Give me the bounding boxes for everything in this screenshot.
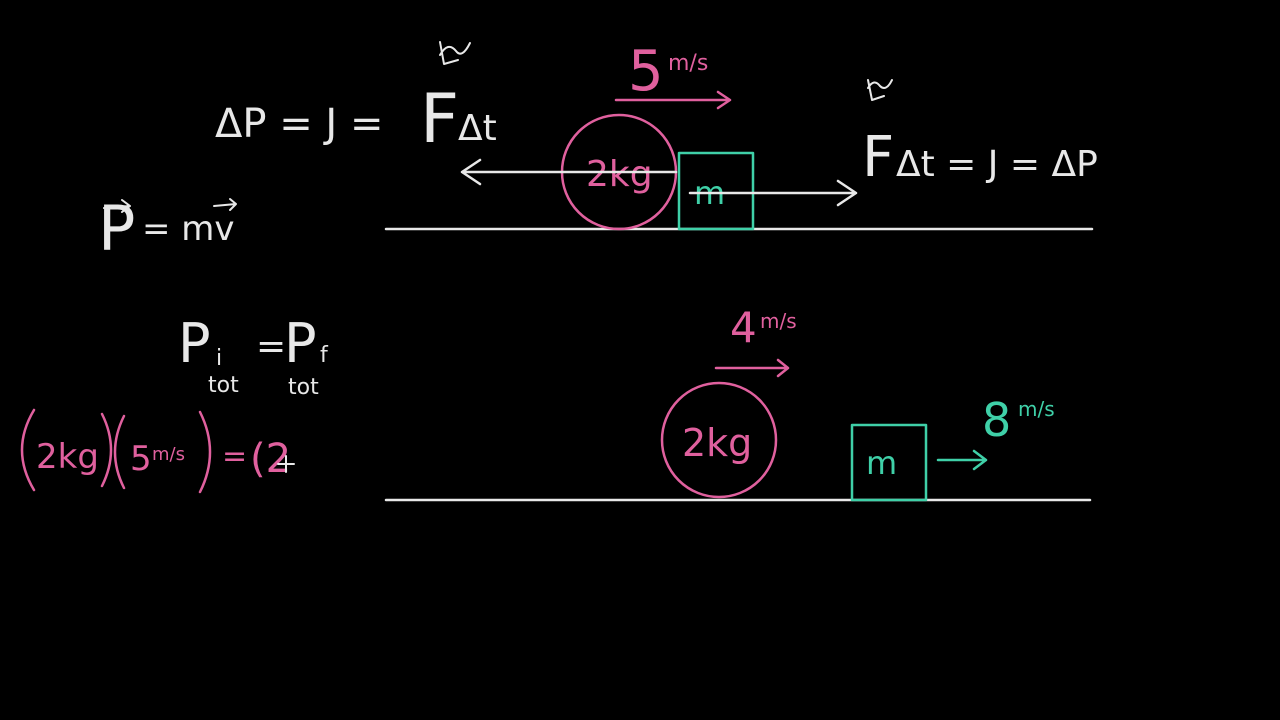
calc-velocity-unit: m/s [152,444,185,465]
delta-t-left: Δt [458,108,497,149]
top-ball-velocity-arrow [614,90,732,110]
calc-partial: (2 [250,436,291,482]
calc-velocity: 5 [130,439,152,479]
conservation-lhs: P [178,312,211,375]
cursor-crosshair-icon [277,455,295,473]
conservation-equals: = [256,326,286,367]
bottom-ball-velocity-unit: m/s [760,309,797,333]
paren-close-1 [100,412,113,488]
top-ball-velocity-unit: m/s [668,51,708,76]
conservation-rhs: P [284,312,317,375]
paren-close-2 [198,410,212,494]
impulse-equation-right: Δt = J = ΔP [896,144,1098,185]
paren-open-1 [20,408,36,492]
conservation-rhs-sub-tot: tot [288,375,319,400]
conservation-rhs-sub-f: f [320,343,329,368]
top-block [677,151,755,231]
bottom-ball-velocity-arrow [714,358,790,378]
conservation-lhs-sub-i: i [216,346,222,371]
bottom-ball [660,381,778,499]
calc-equals: = [222,439,247,474]
calc-mass: 2kg [36,437,99,477]
paren-open-2 [113,414,126,490]
force-symbol-left: F [420,80,459,159]
bottom-block-velocity: 8 [982,393,1011,447]
bottom-ball-label: 2kg [682,421,752,465]
top-ball-label: 2kg [586,154,653,195]
momentum-definition: = mv [142,209,235,249]
vector-mark-right-icon [867,79,893,101]
vector-mark-left-icon [439,41,471,65]
bottom-block-label: m [866,444,897,482]
bottom-block-velocity-arrow [936,449,988,471]
bottom-ball-velocity: 4 [730,303,757,352]
force-arrow-on-ball [460,158,678,186]
force-symbol-right: F [862,125,894,190]
impulse-equation-left: ΔP = J = [215,101,383,147]
momentum-symbol: P [98,192,135,265]
bottom-block [850,423,928,502]
vector-arrow-p-icon [103,199,131,213]
vector-arrow-v-icon [213,198,237,211]
force-arrow-on-block [688,179,858,207]
conservation-lhs-sub-tot: tot [208,373,239,398]
top-ball-velocity: 5 [628,39,664,104]
bottom-block-velocity-unit: m/s [1018,397,1055,421]
